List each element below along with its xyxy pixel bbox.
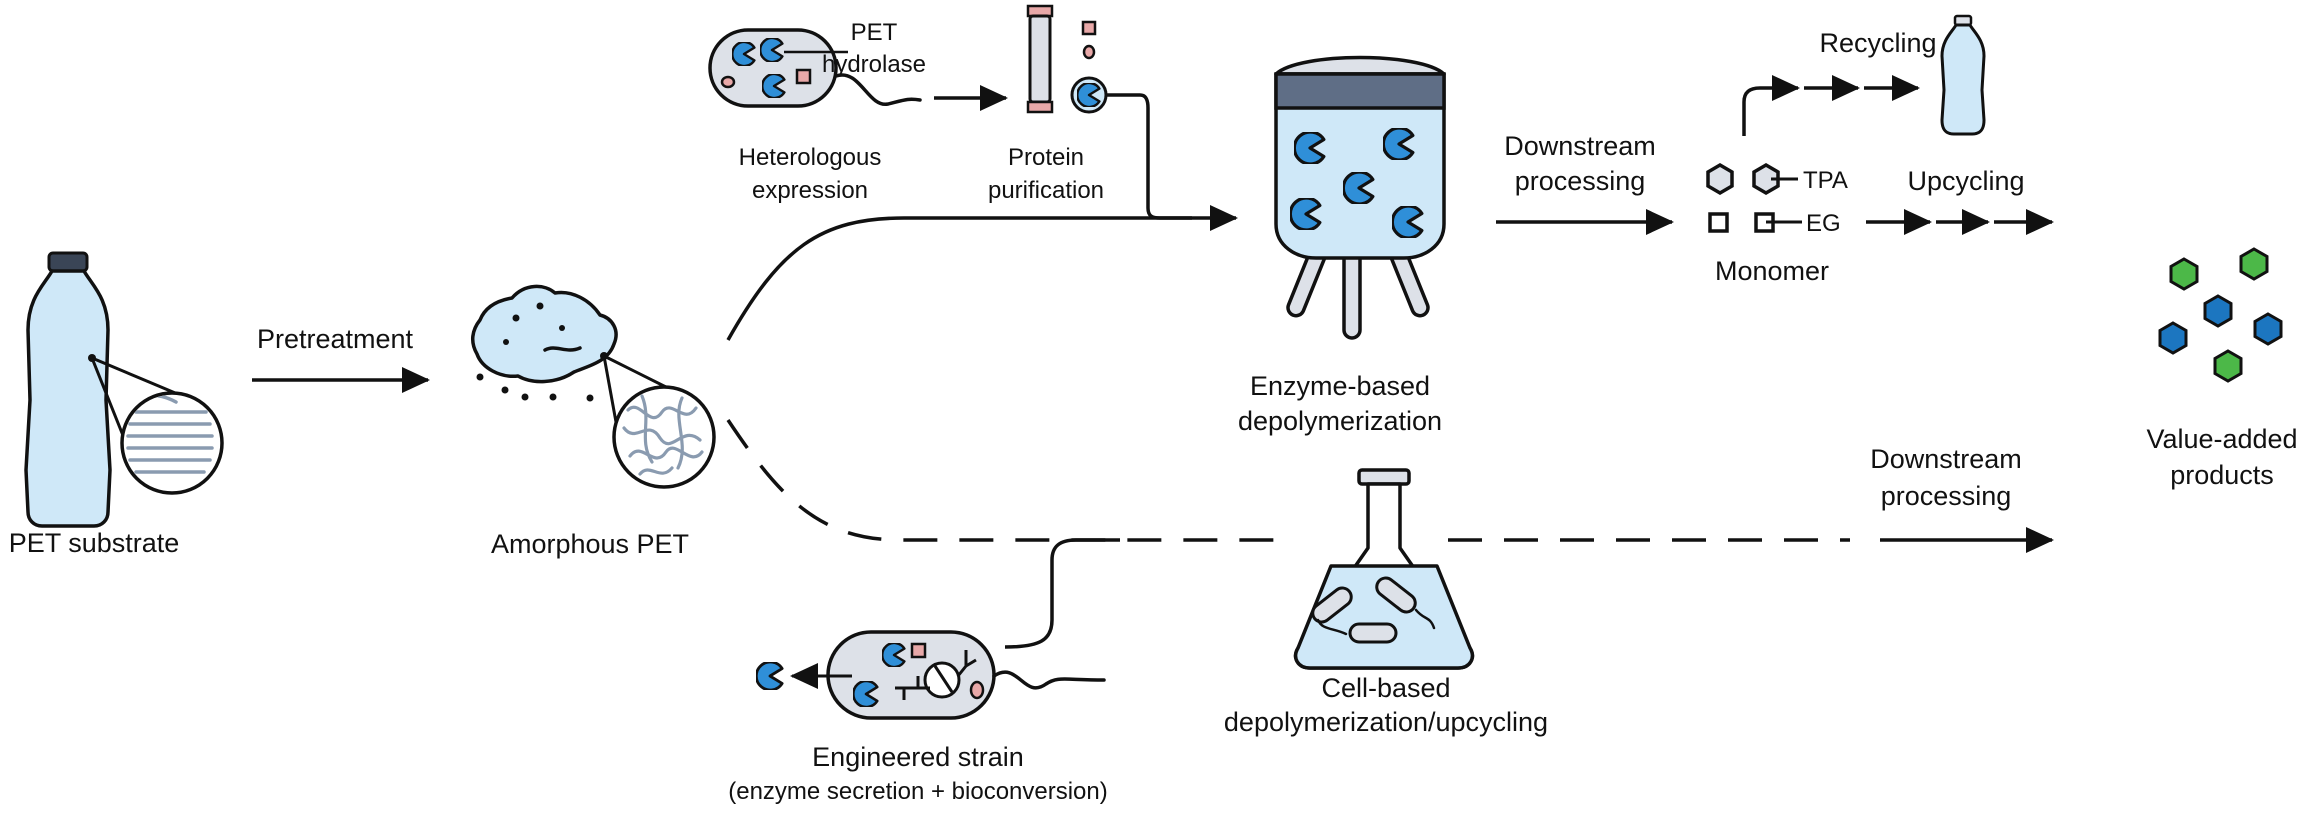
blue-hexagon-icon <box>2158 321 2188 355</box>
monomer-icons <box>1706 162 1802 233</box>
chromatography-column-icon <box>1026 4 1108 114</box>
downstream-processing-label-1-line1: Downstream <box>1504 131 1656 161</box>
bottle-icon <box>24 251 112 528</box>
downstream-processing-label-1-line2: processing <box>1515 166 1646 196</box>
downstream-processing-label-2-line1: Downstream <box>1870 444 2022 474</box>
amorphous-zoom-icon <box>602 354 716 489</box>
monomer-label: Monomer <box>1715 256 1829 286</box>
blue-hexagon-icon <box>2203 294 2233 328</box>
enzyme-route-arrow <box>726 205 1238 341</box>
cell-route-dashed-line-left <box>726 419 1280 542</box>
tpa-hexagon-icon <box>1752 162 1780 196</box>
secreted-enzyme-icon <box>756 662 784 690</box>
blue-hexagon-icon <box>2253 312 2283 346</box>
pretreatment-label: Pretreatment <box>257 324 414 354</box>
downstream-processing-label-2-line2: processing <box>1881 481 2012 511</box>
cell-based-label-line1: Cell-based <box>1321 673 1450 703</box>
eg-label: EG <box>1806 210 1841 237</box>
heterologous-expression-label-line2: expression <box>752 177 868 204</box>
cell-based-label-line2: depolymerization/upcycling <box>1224 707 1548 737</box>
value-added-label-line2: products <box>2170 460 2274 490</box>
tpa-label: TPA <box>1803 167 1848 194</box>
enzyme-based-label-line1: Enzyme-based <box>1250 371 1430 401</box>
purification-to-reactor-line <box>1106 93 1192 220</box>
pet-hydrolase-label-line2: hydrolase <box>822 51 926 78</box>
amorphous-pet-icon <box>471 284 618 402</box>
engineered-strain-label-line1: Engineered strain <box>812 742 1024 772</box>
value-added-label-line1: Value-added <box>2146 424 2297 454</box>
green-hexagon-icon <box>2239 247 2269 281</box>
value-added-products-icon <box>2158 247 2283 383</box>
strain-to-flask-line <box>1004 538 1120 649</box>
pet-substrate-label: PET substrate <box>9 528 180 558</box>
recycling-label: Recycling <box>1819 28 1936 58</box>
green-hexagon-icon <box>2213 349 2243 383</box>
upcycling-label: Upcycling <box>1907 166 2024 196</box>
pet-hydrolase-label-line1: PET <box>851 19 898 46</box>
eg-square-icon <box>1708 212 1729 233</box>
bioreactor-icon <box>1274 55 1446 340</box>
recycling-arrow-1 <box>1742 75 1800 136</box>
tpa-hexagon-icon <box>1706 162 1734 196</box>
protein-purification-label-line2: purification <box>988 177 1104 204</box>
protein-purification-label-line1: Protein <box>1008 144 1084 171</box>
green-hexagon-icon <box>2169 257 2199 291</box>
engineered-strain-icon <box>826 630 1106 720</box>
amorphous-pet-label: Amorphous PET <box>491 529 689 559</box>
bottle-zoom-icon <box>90 356 224 495</box>
engineered-strain-label-line2: (enzyme secretion + bioconversion) <box>728 778 1108 805</box>
expression-cell-icon <box>708 28 922 108</box>
erlenmeyer-flask-icon <box>1293 468 1475 670</box>
heterologous-expression-label-line1: Heterologous <box>739 144 882 171</box>
recycled-bottle-icon <box>1940 14 1986 136</box>
enzyme-based-label-line2: depolymerization <box>1238 406 1442 436</box>
